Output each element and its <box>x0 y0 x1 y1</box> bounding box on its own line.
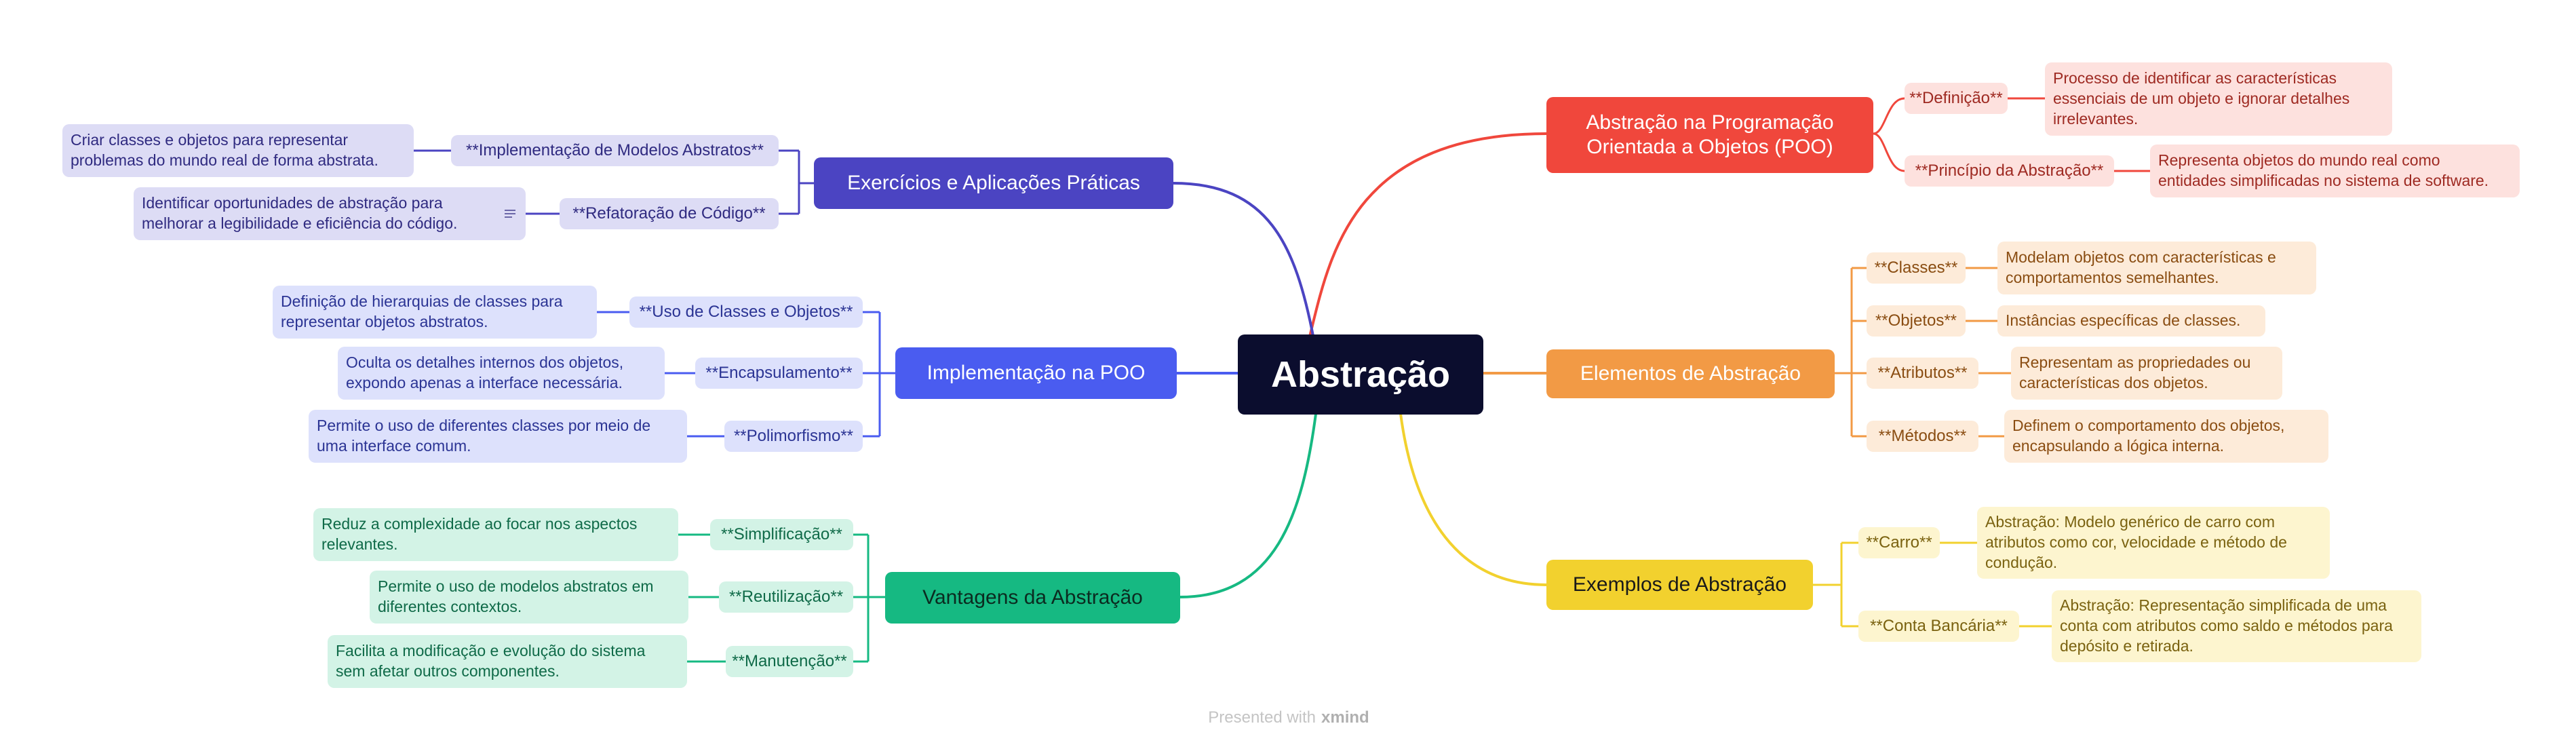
topic-implementacao-poo[interactable]: Implementação na POO <box>895 347 1177 399</box>
subtopic-carro[interactable]: **Carro** <box>1858 527 1940 558</box>
topic-exemplos-abstracao[interactable]: Exemplos de Abstração <box>1546 560 1813 610</box>
leaf-implementacao-modelos[interactable]: Criar classes e objetos para representar… <box>62 124 414 177</box>
leaf-conta-bancaria[interactable]: Abstração: Representação simplificada de… <box>2052 590 2421 662</box>
subtopic-conta-bancaria[interactable]: **Conta Bancária** <box>1858 611 2019 642</box>
leaf-metodos[interactable]: Definem o comportamento dos objetos, enc… <box>2004 410 2328 463</box>
note-icon[interactable] <box>504 209 516 218</box>
subtopic-polimorfismo[interactable]: **Polimorfismo** <box>724 421 863 452</box>
leaf-uso-classes-objetos[interactable]: Definição de hierarquias de classes para… <box>273 286 597 339</box>
leaf-encapsulamento[interactable]: Oculta os detalhes internos dos objetos,… <box>338 347 665 400</box>
leaf-objetos[interactable]: Instâncias específicas de classes. <box>1997 305 2265 337</box>
topic-vantagens-abstracao[interactable]: Vantagens da Abstração <box>885 572 1180 624</box>
subtopic-uso-classes-objetos[interactable]: **Uso de Classes e Objetos** <box>629 296 863 328</box>
topic-abstracao-poo[interactable]: Abstração na Programação Orientada a Obj… <box>1546 97 1873 173</box>
subtopic-manutencao[interactable]: **Manutenção** <box>726 646 853 677</box>
subtopic-principio-abstracao[interactable]: **Princípio da Abstração** <box>1905 155 2114 187</box>
subtopic-implementacao-modelos[interactable]: **Implementação de Modelos Abstratos** <box>451 135 779 166</box>
central-topic[interactable]: Abstração <box>1238 334 1483 415</box>
leaf-atributos[interactable]: Representam as propriedades ou caracterí… <box>2011 347 2282 400</box>
subtopic-atributos[interactable]: **Atributos** <box>1867 358 1978 389</box>
leaf-refatoracao-text: Identificar oportunidades de abstração p… <box>142 194 458 232</box>
leaf-manutencao[interactable]: Facilita a modificação e evolução do sis… <box>328 635 687 688</box>
topic-elementos-abstracao[interactable]: Elementos de Abstração <box>1546 349 1835 398</box>
subtopic-metodos[interactable]: **Métodos** <box>1867 421 1978 452</box>
topic-exercicios-aplicacoes[interactable]: Exercícios e Aplicações Práticas <box>814 157 1173 209</box>
leaf-definicao[interactable]: Processo de identificar as característic… <box>2045 62 2392 136</box>
xmind-logo: xmind <box>1321 708 1369 727</box>
leaf-carro[interactable]: Abstração: Modelo genérico de carro com … <box>1977 507 2330 579</box>
leaf-principio-abstracao[interactable]: Representa objetos do mundo real como en… <box>2150 145 2520 197</box>
subtopic-refatoracao-codigo[interactable]: **Refatoração de Código** <box>560 198 779 229</box>
presented-with-xmind: Presented with xmind <box>1153 706 1424 730</box>
subtopic-objetos[interactable]: **Objetos** <box>1867 305 1966 337</box>
leaf-classes[interactable]: Modelam objetos com características e co… <box>1997 242 2316 294</box>
leaf-polimorfismo[interactable]: Permite o uso de diferentes classes por … <box>309 410 687 463</box>
leaf-simplificacao[interactable]: Reduz a complexidade ao focar nos aspect… <box>313 508 678 561</box>
leaf-refatoracao-codigo[interactable]: Identificar oportunidades de abstração p… <box>134 187 526 240</box>
leaf-reutilizacao[interactable]: Permite o uso de modelos abstratos em di… <box>370 571 688 624</box>
subtopic-definicao[interactable]: **Definição** <box>1905 83 2008 114</box>
subtopic-simplificacao[interactable]: **Simplificação** <box>710 519 853 550</box>
subtopic-encapsulamento[interactable]: **Encapsulamento** <box>695 358 863 389</box>
subtopic-classes[interactable]: **Classes** <box>1867 252 1966 284</box>
footer-prefix: Presented with <box>1208 708 1316 727</box>
subtopic-reutilizacao[interactable]: **Reutilização** <box>719 581 853 613</box>
